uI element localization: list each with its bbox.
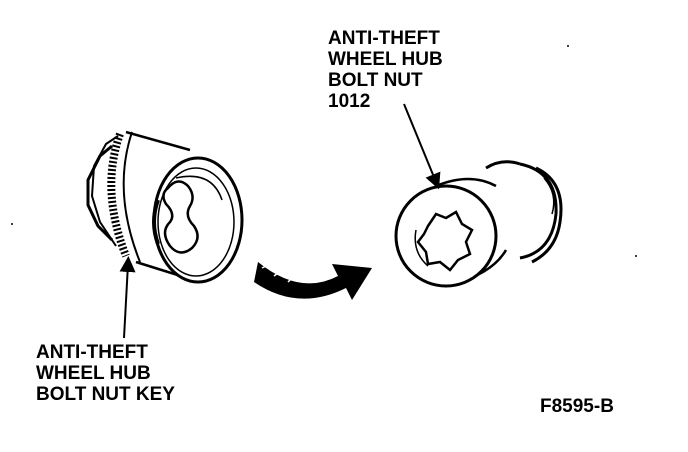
bolt-nut-label: ANTI-THEFT WHEEL HUB BOLT NUT 1012: [328, 28, 443, 112]
bolt-nut-key-label: ANTI-THEFT WHEEL HUB BOLT NUT KEY: [36, 342, 175, 405]
bolt-nut-label-line: ANTI-THEFT: [328, 28, 440, 49]
bolt-nut-key-label-line: BOLT NUT KEY: [36, 384, 175, 405]
bolt-nut-key-label-line: WHEEL HUB: [36, 363, 151, 384]
bolt-nut-key-leader-line: [119, 256, 136, 339]
bolt-nut-leader-line: [403, 103, 441, 190]
bolt-nut-icon: [394, 160, 563, 288]
scan-speck: [567, 45, 569, 47]
bolt-nut-label-line: WHEEL HUB: [328, 49, 443, 70]
bolt-nut-key-icon: [86, 130, 244, 284]
scan-speck: [11, 223, 13, 225]
bolt-nut-key-label-line: ANTI-THEFT: [36, 342, 148, 363]
bolt-nut-label-line: BOLT NUT: [328, 70, 423, 91]
curved-arrow-icon: [254, 262, 372, 300]
bolt-nut-label-line: 1012: [328, 91, 371, 112]
figure-code: F8595-B: [540, 396, 614, 417]
scan-speck: [635, 255, 637, 257]
